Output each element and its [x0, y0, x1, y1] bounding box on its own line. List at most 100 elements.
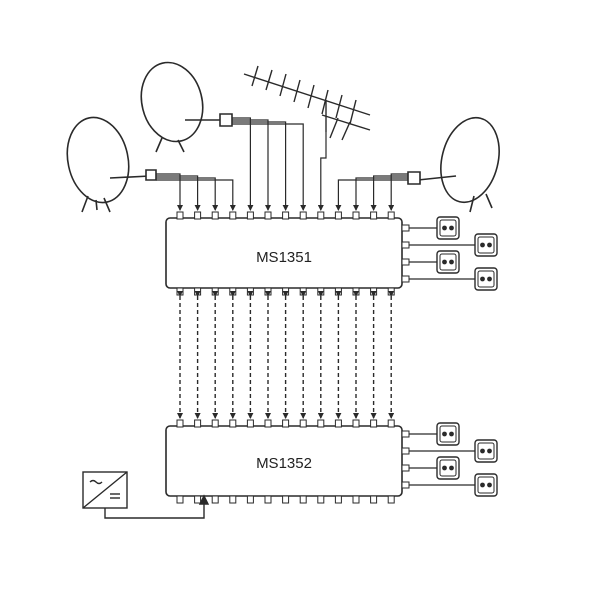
socket-pin	[487, 242, 492, 248]
connector-out	[194, 287, 202, 296]
socket-plate	[439, 253, 457, 271]
socket-pin	[449, 259, 454, 265]
connector-in	[264, 419, 272, 428]
socket-frame	[436, 216, 460, 240]
wall-socket-icon	[436, 422, 460, 446]
connector-in	[334, 211, 342, 220]
wall-socket-icon	[436, 216, 460, 240]
connector-out	[264, 287, 272, 296]
feed-line	[388, 173, 408, 211]
socket-frame	[474, 473, 498, 497]
socket-pin	[449, 465, 454, 471]
connector-in	[229, 419, 237, 428]
socket-pin	[480, 242, 485, 248]
unit-label-top: MS1351	[256, 249, 312, 266]
socket-pin	[449, 225, 454, 231]
connector-in	[352, 419, 360, 428]
socket-plate	[477, 270, 495, 288]
output-port	[401, 224, 410, 232]
connector-out	[246, 495, 254, 504]
connector-in	[282, 419, 290, 428]
connector-in	[317, 419, 325, 428]
socket-pin	[442, 431, 447, 437]
connector-out	[352, 287, 360, 296]
socket-frame	[436, 422, 460, 446]
socket-frame	[436, 456, 460, 480]
socket-plate	[439, 219, 457, 237]
socket-plate	[477, 476, 495, 494]
feed-line	[232, 121, 289, 211]
feed-lines	[156, 117, 408, 211]
satellite-dish-left-icon	[66, 116, 157, 213]
wall-socket-icon	[436, 456, 460, 480]
wall-socket-icon	[474, 267, 498, 291]
output-port	[401, 241, 410, 249]
connector-out	[299, 495, 307, 504]
socket-pin	[442, 259, 447, 265]
socket-frame	[474, 439, 498, 463]
power-supply-icon	[82, 471, 210, 519]
connector-in	[246, 419, 254, 428]
wall-socket-icon	[436, 250, 460, 274]
connector-out	[194, 495, 202, 504]
socket-pin	[442, 465, 447, 471]
connector-in	[229, 211, 237, 220]
connector-in	[370, 419, 378, 428]
connector-in	[176, 419, 184, 428]
socket-plate	[477, 236, 495, 254]
connector-out	[334, 495, 342, 504]
feed-line	[317, 132, 327, 211]
connector-out	[176, 495, 184, 504]
wall-socket-icon	[474, 233, 498, 257]
connector-out	[299, 287, 307, 296]
wall-socket-icon	[474, 473, 498, 497]
connector-out	[229, 287, 237, 296]
feed-line	[335, 179, 408, 211]
output-port	[401, 430, 410, 438]
connector-out	[282, 495, 290, 504]
output-port	[401, 464, 410, 472]
connector-in	[194, 419, 202, 428]
connector-out	[352, 495, 360, 504]
satellite-dish-center-icon	[140, 61, 233, 153]
output-port	[401, 275, 410, 283]
feed-line	[353, 177, 408, 211]
connector-out	[176, 287, 184, 296]
connector-out	[387, 287, 395, 296]
connector-in	[317, 211, 325, 220]
socket-frame	[474, 233, 498, 257]
connector-out	[282, 287, 290, 296]
feed-line	[156, 175, 201, 211]
connector-out	[211, 495, 219, 504]
connector-in	[211, 419, 219, 428]
output-port	[401, 258, 410, 266]
connector-out	[264, 495, 272, 504]
connector-out	[317, 287, 325, 296]
connector-in	[194, 211, 202, 220]
connector-in	[370, 211, 378, 220]
connector-in	[246, 211, 254, 220]
connector-in	[334, 419, 342, 428]
connector-in	[176, 211, 184, 220]
connector-in	[299, 419, 307, 428]
socket-pin	[487, 448, 492, 454]
connector-in	[387, 419, 395, 428]
satellite-dish-right-icon	[407, 116, 500, 213]
multiswitch-top: MS1351	[165, 217, 403, 289]
connector-in	[264, 211, 272, 220]
feed-line	[232, 123, 307, 211]
terrestrial-antenna-icon	[243, 65, 371, 141]
connector-in	[352, 211, 360, 220]
socket-pin	[442, 225, 447, 231]
feed-line	[370, 175, 408, 211]
multiswitch-bottom: MS1352	[165, 425, 403, 497]
socket-pin	[480, 448, 485, 454]
output-port	[401, 481, 410, 489]
feed-line	[156, 177, 219, 211]
connector-out	[370, 495, 378, 504]
socket-pin	[480, 482, 485, 488]
socket-plate	[439, 425, 457, 443]
socket-pin	[487, 482, 492, 488]
connector-out	[229, 495, 237, 504]
